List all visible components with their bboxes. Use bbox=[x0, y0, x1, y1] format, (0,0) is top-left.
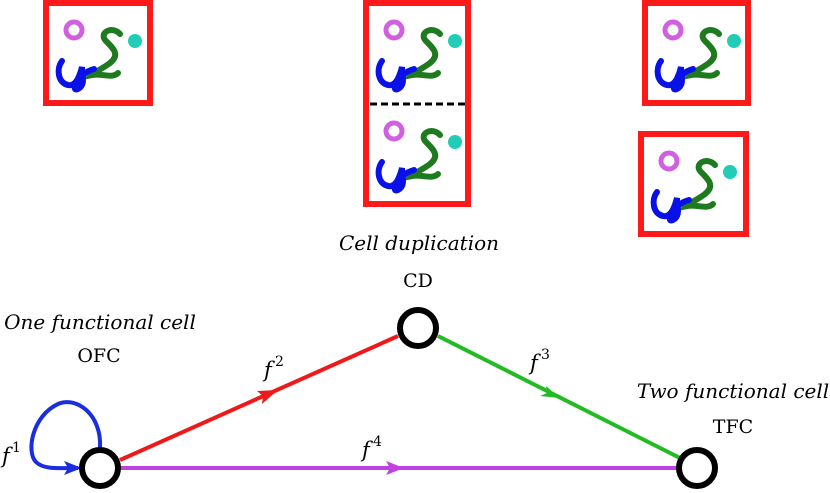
svg-text:f: f bbox=[262, 358, 275, 382]
cell-membrane bbox=[43, 0, 153, 106]
svg-text:3: 3 bbox=[541, 347, 550, 363]
cd-cell-illustration bbox=[363, 0, 471, 207]
label-f4: f 4 bbox=[360, 434, 382, 462]
cell-organelles-bottom bbox=[379, 123, 462, 191]
arrowhead-f3 bbox=[540, 386, 560, 398]
label-f2: f 2 bbox=[262, 354, 284, 382]
node-cd bbox=[397, 307, 439, 349]
cd-abbr: CD bbox=[403, 270, 433, 292]
arrowhead-f4 bbox=[386, 461, 404, 475]
tfc-cell-illustration bbox=[638, 0, 751, 237]
cell-membrane-top bbox=[642, 0, 751, 106]
node-ofc bbox=[79, 447, 121, 489]
arrowhead-f1 bbox=[64, 461, 82, 475]
cell-organelles-top bbox=[658, 22, 741, 90]
cell-membrane-bottom bbox=[638, 131, 749, 237]
label-f1: f 1 bbox=[0, 440, 21, 468]
ofc-abbr: OFC bbox=[77, 345, 120, 367]
edge-f1-self-loop bbox=[29, 400, 103, 475]
tfc-abbr: TFC bbox=[713, 416, 753, 438]
cell-organelles bbox=[59, 22, 142, 90]
cd-title: Cell duplication bbox=[339, 231, 499, 255]
svg-text:4: 4 bbox=[373, 434, 382, 450]
arrowhead-f2 bbox=[257, 390, 278, 404]
dividing-cell-membrane bbox=[363, 0, 471, 207]
svg-text:f: f bbox=[360, 438, 373, 462]
cell-organelles-top bbox=[379, 22, 462, 90]
ofc-title: One functional cell bbox=[4, 310, 196, 334]
edge-f3 bbox=[437, 334, 681, 460]
edge-f4 bbox=[120, 461, 678, 475]
ofc-cell-illustration bbox=[43, 0, 153, 106]
svg-text:2: 2 bbox=[275, 354, 284, 370]
svg-text:f: f bbox=[0, 444, 13, 468]
svg-text:f: f bbox=[528, 351, 541, 375]
cell-organelles-bottom bbox=[654, 153, 737, 221]
label-f3: f 3 bbox=[528, 347, 550, 375]
edge-f2 bbox=[119, 334, 399, 462]
svg-text:1: 1 bbox=[12, 440, 21, 456]
tfc-title: Two functional cell bbox=[637, 379, 829, 403]
node-tfc bbox=[676, 447, 718, 489]
